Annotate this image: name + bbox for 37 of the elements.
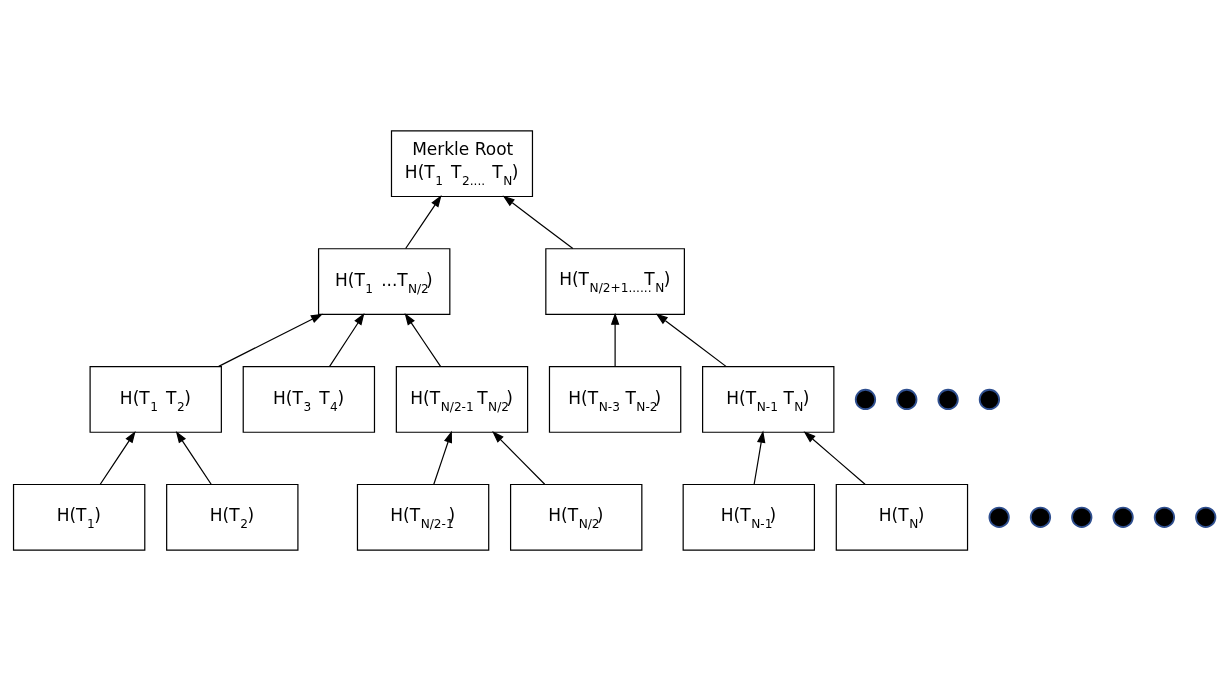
node-box: H(T$_{1}$) xyxy=(12,483,146,551)
node-box: H(T$_{N/2-1}$) xyxy=(356,483,490,551)
node-box: H(T$_{N/2+1......}$T$_{N}$) xyxy=(545,248,685,315)
arrow xyxy=(404,313,442,367)
arrow xyxy=(655,313,727,367)
arrow xyxy=(218,313,324,367)
node-box: H(T$_{N-3}$ T$_{N-2}$) xyxy=(548,366,682,433)
node-box: H(T$_{1}$ ...T$_{N/2}$) xyxy=(317,248,451,315)
node-circle xyxy=(1195,506,1217,528)
node-box: H(T$_{N}$) xyxy=(835,483,969,551)
arrow xyxy=(492,431,546,485)
arrow xyxy=(329,313,365,367)
node-box: H(T$_{N/2-1}$ T$_{N/2}$) xyxy=(395,366,529,433)
node-circle xyxy=(854,388,877,411)
arrow xyxy=(433,430,453,485)
arrow xyxy=(99,430,136,485)
arrow xyxy=(175,430,212,485)
node-circle xyxy=(1029,506,1052,528)
node-box: H(T$_{N-1}$) xyxy=(682,483,816,551)
arrow xyxy=(502,195,574,250)
arrow xyxy=(753,430,766,485)
node-box: H(T$_{2}$) xyxy=(166,483,299,551)
node-box: H(T$_{1}$ T$_{2}$) xyxy=(89,366,222,433)
node-box: H(T$_{N-1}$ T$_{N}$) xyxy=(702,366,835,433)
node-box: Merkle Root H(T$_{1}$ T$_{2....}$ T$_{N}$) xyxy=(390,130,534,198)
arrow xyxy=(610,312,620,367)
arrow xyxy=(803,431,866,485)
node-circle xyxy=(1112,506,1134,528)
arrow xyxy=(405,195,442,250)
node-circle xyxy=(896,388,918,411)
node-circle xyxy=(1153,506,1176,528)
node-box: H(T$_{3}$ T$_{4}$) xyxy=(242,366,376,433)
node-box: H(T$_{N/2}$) xyxy=(509,483,643,551)
node-circle xyxy=(1071,506,1093,528)
node-circle xyxy=(978,388,1001,411)
node-circle xyxy=(937,388,959,411)
node-circle xyxy=(988,506,1010,528)
